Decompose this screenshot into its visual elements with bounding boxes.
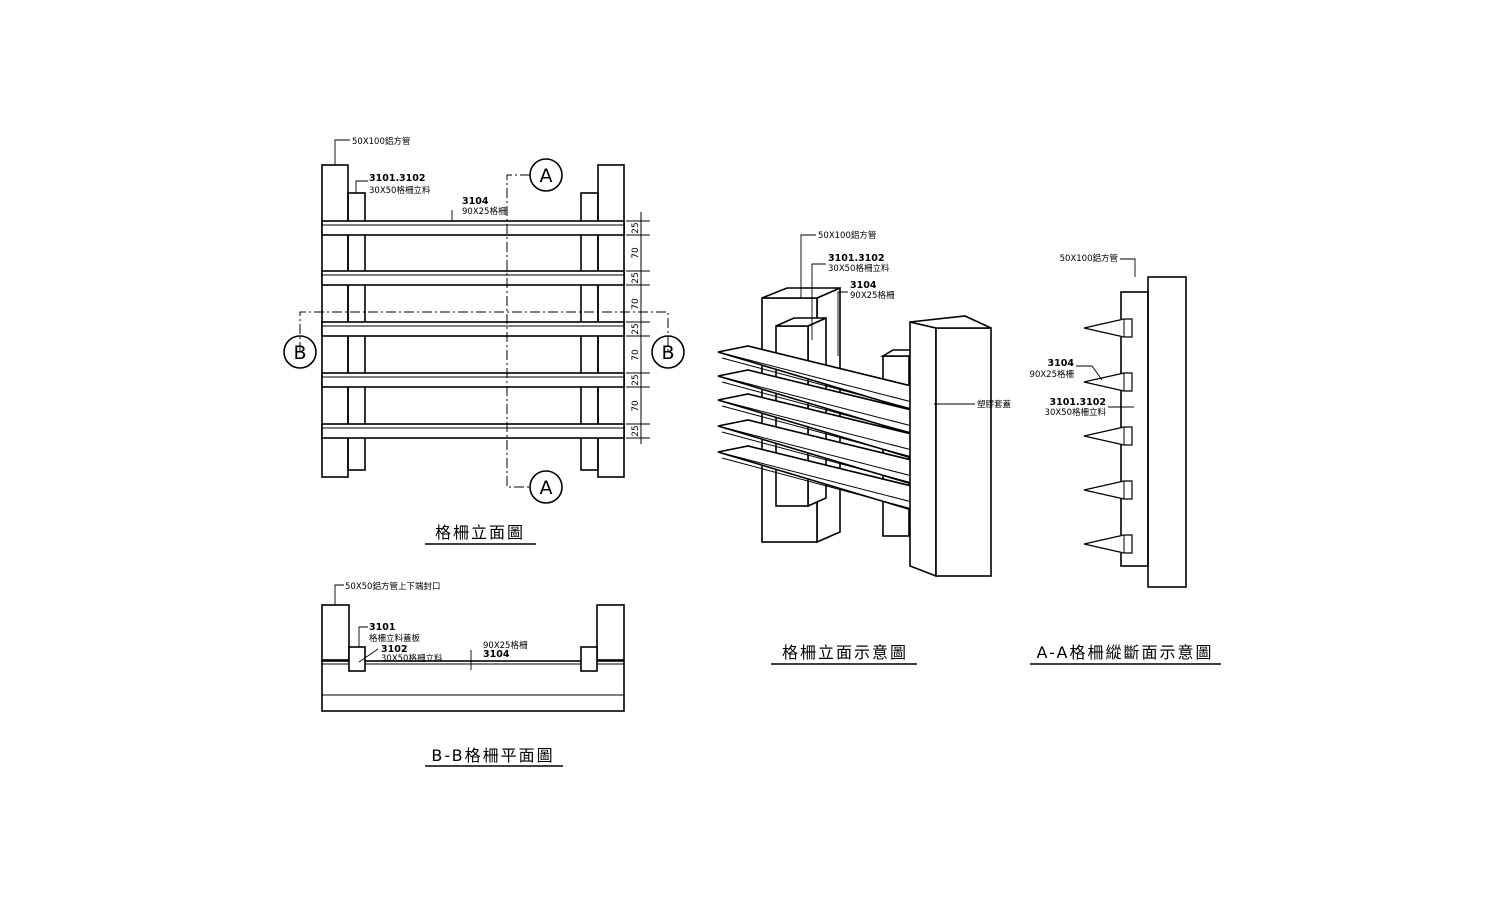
plan-right-upright <box>580 646 598 672</box>
slat-code: 3104 <box>462 196 489 207</box>
section-slats <box>1083 318 1133 554</box>
plan-note-3101: 格柵立料蓋板 <box>369 633 421 644</box>
plan-slat-note: 90X25格柵 <box>483 640 528 651</box>
plan-slat-code: 3104 <box>483 649 510 660</box>
dim-label: 25 <box>631 323 641 334</box>
section-marker-a-bottom: A <box>529 470 563 504</box>
section-slat-code: 3104 <box>1048 358 1075 369</box>
dim-label: 25 <box>631 425 641 436</box>
svg-text:A: A <box>540 477 553 499</box>
section-line-a <box>506 174 530 488</box>
section-slat <box>1083 318 1133 338</box>
iso-slat-note: 90X25格柵 <box>850 290 895 301</box>
slat <box>321 220 625 236</box>
plan-right-post <box>596 604 625 661</box>
section-marker-b-right: B <box>651 335 685 369</box>
dimension-chain: 25 70 25 70 25 70 25 70 25 <box>626 212 650 444</box>
section-post <box>1147 276 1187 588</box>
post-note: 50X100鋁方管 <box>352 136 410 147</box>
elevation-view: A A B B 50X100鋁方管 3101.3102 30X50格柵立料 31… <box>283 136 685 545</box>
plan-code-3101: 3101 <box>369 622 395 633</box>
iso-end-note: 塑膠套蓋 <box>977 399 1012 410</box>
svg-text:A: A <box>540 165 553 187</box>
upright-code: 3101.3102 <box>369 173 426 184</box>
iso-upright-note: 30X50格柵立料 <box>828 263 890 274</box>
plan-title: B-B格柵平面圖 <box>431 746 554 765</box>
section-post-note: 50X100鋁方管 <box>1060 253 1118 264</box>
slat <box>321 423 625 439</box>
section-upright-note: 30X50格柵立料 <box>1045 407 1107 418</box>
plan-view: 50X50鋁方管上下端封口 3101 格柵立料蓋板 3102 30X50格柵立料… <box>321 581 625 767</box>
iso-slat-code: 3104 <box>850 280 877 291</box>
svg-text:B: B <box>661 342 674 364</box>
upright-note: 30X50格柵立料 <box>369 185 431 196</box>
plan-code-3102: 3102 <box>381 644 407 655</box>
plan-note-3102: 30X50格柵立料 <box>381 653 443 664</box>
section-upright-code: 3101.3102 <box>1050 397 1107 408</box>
slat <box>321 321 625 337</box>
section-title: A-A格柵縱斷面示意圖 <box>1037 643 1214 662</box>
dim-label: 25 <box>631 272 641 283</box>
dim-label: 25 <box>631 374 641 385</box>
section-slat <box>1083 372 1133 392</box>
section-marker-b-left: B <box>283 335 317 369</box>
dim-label: 70 <box>631 349 641 361</box>
iso-title: 格柵立面示意圖 <box>782 643 908 662</box>
iso-upright-code: 3101.3102 <box>828 253 885 264</box>
dim-label: 70 <box>631 400 641 412</box>
iso-post-note: 50X100鋁方管 <box>818 230 876 241</box>
slat <box>321 372 625 388</box>
section-line-b <box>299 311 669 352</box>
section-slat <box>1083 480 1133 500</box>
section-slat <box>1083 534 1133 554</box>
elevation-title: 格柵立面圖 <box>435 523 525 542</box>
section-marker-a-top: A <box>529 158 563 192</box>
elevation-slats <box>321 220 625 439</box>
dim-label: 25 <box>631 222 641 233</box>
dim-label: 70 <box>631 247 641 259</box>
svg-text:B: B <box>293 342 306 364</box>
iso-front-post-side <box>909 320 937 578</box>
isometric-view: 50X100鋁方管 3101.3102 30X50格柵立料 3104 90X25… <box>717 230 1012 665</box>
plan-left-post <box>321 604 350 661</box>
slat <box>321 270 625 286</box>
plan-slat <box>321 660 625 712</box>
section-view: 50X100鋁方管 3104 90X25格柵 3101.3102 30X50格柵… <box>1030 253 1221 665</box>
plan-left-upright <box>348 646 366 672</box>
section-slat-note: 90X25格柵 <box>1030 369 1075 380</box>
section-slat <box>1083 426 1133 446</box>
slat-note: 90X25格柵 <box>462 206 507 217</box>
plan-post-note: 50X50鋁方管上下端封口 <box>345 581 440 592</box>
iso-front-post <box>935 327 992 577</box>
dim-label: 70 <box>631 298 641 310</box>
